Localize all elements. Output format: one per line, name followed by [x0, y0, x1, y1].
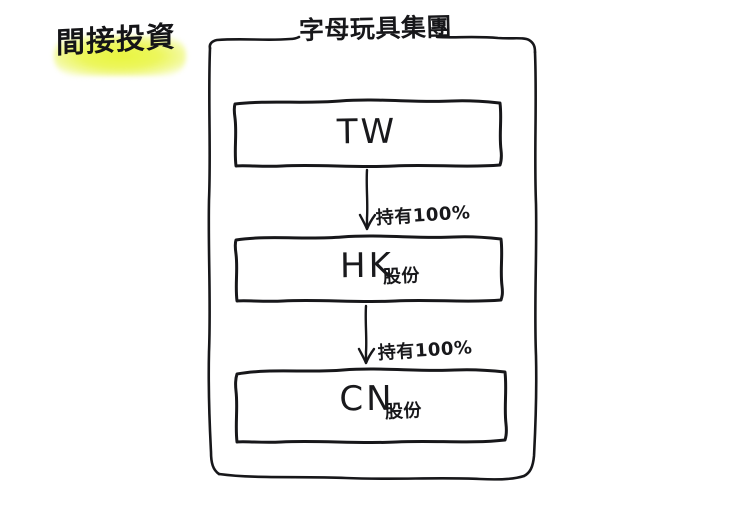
entity-box-hk	[233, 234, 504, 304]
entity-box-tw	[232, 98, 503, 169]
entity-label-tw: TW	[336, 111, 398, 153]
entity-box-cn	[234, 367, 508, 445]
outer-container-bottom-edge	[217, 472, 526, 481]
ownership-label-tw-hk: 持有100% 股份	[375, 172, 472, 326]
ownership-arrow-hk-cn-shaft	[364, 304, 368, 363]
ownership-label-tw-hk-line2: 股份	[382, 265, 421, 289]
outer-container-top-left-edge	[208, 35, 301, 50]
ownership-arrow-tw-hk-shaft	[365, 168, 369, 229]
ownership-label-hk-cn: 持有100% 股份	[377, 307, 474, 461]
highlighter-mark	[54, 36, 186, 76]
ownership-label-tw-hk-line1: 持有100%	[375, 202, 472, 229]
annotation-label: 間接投資	[55, 19, 176, 61]
ownership-arrow-hk-cn-head	[357, 347, 376, 365]
ownership-label-hk-cn-line2: 股份	[384, 400, 423, 424]
group-title: 字母玩具集團	[298, 12, 453, 45]
outer-container-top-right-edge	[435, 35, 537, 54]
outer-container-right-edge	[522, 50, 538, 478]
indirect-investment-annotation: 間接投資	[48, 19, 198, 92]
outer-container-left-edge	[207, 46, 221, 476]
ownership-arrow-tw-hk-head	[358, 213, 377, 231]
ownership-label-hk-cn-line1: 持有100%	[377, 337, 474, 364]
